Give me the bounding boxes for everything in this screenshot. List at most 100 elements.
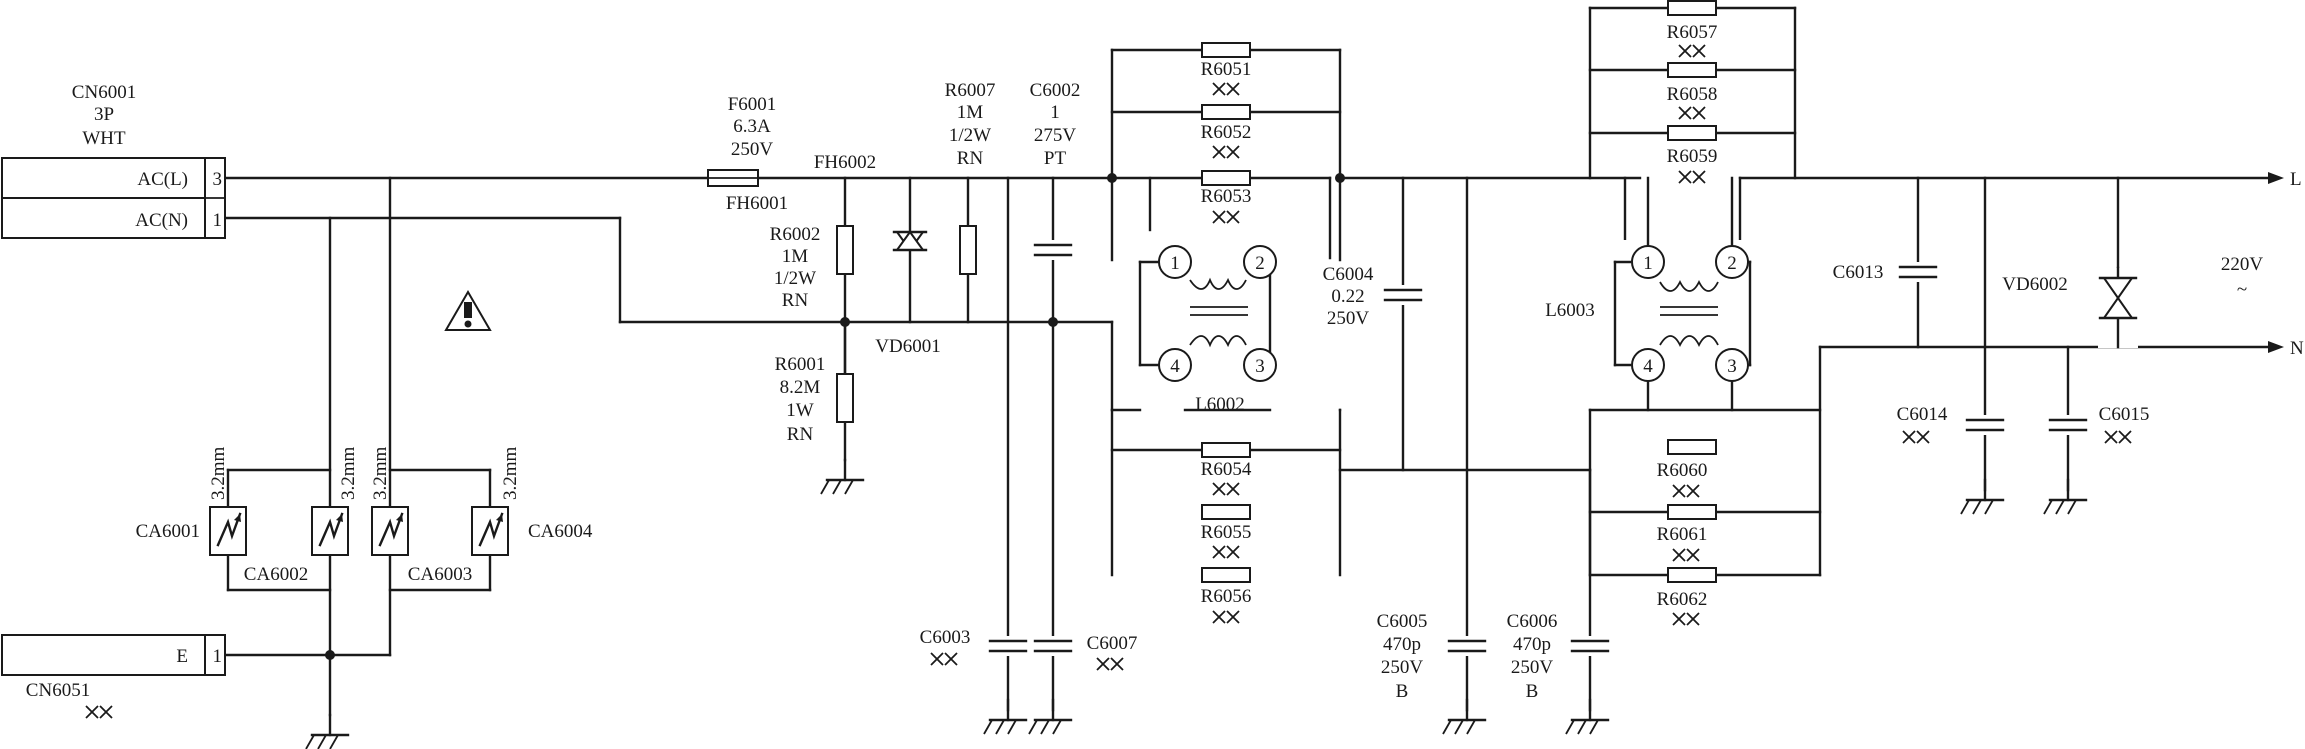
cn6001-ref: CN6001 [72, 82, 136, 103]
junction-dots [325, 173, 1345, 660]
varistor-ca6004: CA6004 3.2mm [471, 446, 593, 556]
cn6001-pin-n-label: AC(N) [135, 210, 188, 231]
ca6001-ref: CA6001 [136, 521, 200, 542]
resistor-r6053: R6053 [1201, 170, 1251, 224]
output-terminal-n: N [2268, 338, 2304, 359]
connector-cn6001: AC(L) 3 AC(N) 1 CN6001 3P WHT [1, 82, 226, 239]
cn6001-pin-n-number: 1 [213, 210, 223, 231]
c6013-ref: C6013 [1833, 262, 1884, 283]
resistor-r6059: R6059 [1667, 125, 1718, 184]
cn6051-xx-mark [85, 705, 113, 719]
capacitor-c6003: C6003 [920, 627, 1028, 736]
c6014-ref: C6014 [1897, 404, 1948, 425]
surge-absorber-vd6002: VD6002 [2002, 266, 2138, 349]
output-terminal-l: L [2268, 169, 2302, 190]
resistor-r6060: R6060 [1657, 439, 1717, 498]
f6001-rating: 6.3A [733, 116, 771, 137]
resistor-r6007: R6007 1M 1/2W RN [945, 80, 996, 275]
resistor-r6052: R6052 [1201, 104, 1251, 159]
c6005-ref: C6005 [1377, 611, 1428, 632]
ca6003-ref: CA6003 [408, 564, 472, 585]
f6001-ref: F6001 [728, 94, 777, 115]
l6003-ref: L6003 [1545, 300, 1595, 321]
resistor-r6062: R6062 [1657, 567, 1717, 626]
c6002-value: 1 [1050, 102, 1060, 123]
cn6001-spec-pins: 3P [94, 104, 114, 125]
cn6051-ref: CN6051 [26, 680, 90, 701]
c6004-ref: C6004 [1323, 264, 1374, 285]
varistor-ca6003: CA6003 3.2mm [370, 446, 472, 585]
c6002-type: PT [1044, 148, 1067, 169]
c6004-value: 0.22 [1331, 286, 1364, 307]
ca6003-gap: 3.2mm [370, 446, 391, 500]
resistor-r6002: R6002 1M 1/2W RN [770, 224, 854, 311]
resistor-r6057: R6057 [1667, 0, 1718, 58]
l6003-pin4: 4 [1643, 356, 1653, 377]
l6002-pin4: 4 [1170, 356, 1180, 377]
c6006-ref: C6006 [1507, 611, 1558, 632]
l6003-pin3: 3 [1727, 356, 1737, 377]
resistor-r6061: R6061 [1657, 504, 1717, 562]
ca6002-gap: 3.2mm [338, 446, 359, 500]
output-n-label: N [2290, 338, 2304, 359]
capacitor-c6004: C6004 0.22 250V [1323, 264, 1423, 329]
r6007-ref: R6007 [945, 80, 996, 101]
r6059-ref: R6059 [1667, 146, 1718, 167]
l6002-pin3: 3 [1255, 356, 1265, 377]
output-voltage-value: 220V [2221, 254, 2264, 275]
resistor-r6058: R6058 [1667, 62, 1717, 120]
vd6002-ref: VD6002 [2002, 274, 2067, 295]
c6007-ref: C6007 [1087, 633, 1138, 654]
r6051-ref: R6051 [1201, 59, 1252, 80]
ca6004-ref: CA6004 [528, 521, 593, 542]
cn6001-pin-l-number: 3 [213, 169, 223, 190]
f6001-voltage: 250V [731, 139, 774, 160]
c6002-voltage: 275V [1034, 125, 1077, 146]
output-voltage: 220V ~ [2221, 254, 2264, 300]
c6005-value: 470p [1383, 634, 1421, 655]
varistor-ca6001: CA6001 3.2mm [136, 446, 247, 556]
cn6051-pin-number: 1 [213, 646, 223, 667]
l6002-pin1: 1 [1170, 253, 1180, 274]
r6057-ref: R6057 [1667, 22, 1718, 43]
capacitor-c6007: C6007 [1027, 633, 1138, 736]
r6001-value: 8.2M [780, 377, 821, 398]
resistor-r6001: R6001 8.2M 1W RN [775, 354, 865, 496]
r6007-type: RN [957, 148, 984, 169]
capacitor-c6013: C6013 [1833, 262, 1938, 283]
resistor-r6056: R6056 [1201, 567, 1252, 624]
earth-ground-icon [304, 713, 350, 749]
l6002-ref: L6002 [1195, 394, 1245, 415]
output-l-label: L [2290, 169, 2302, 190]
c6003-ref: C6003 [920, 627, 971, 648]
fh6001-label: FH6001 [726, 193, 788, 214]
common-mode-choke-l6002: 1 2 4 3 L6002 [1138, 245, 1285, 415]
r6061-ref: R6061 [1657, 524, 1708, 545]
l6002-pin2: 2 [1255, 253, 1265, 274]
c6002-ref: C6002 [1030, 80, 1081, 101]
warning-triangle-icon [444, 290, 492, 331]
r6055-ref: R6055 [1201, 522, 1252, 543]
ca6004-gap: 3.2mm [500, 446, 521, 500]
common-mode-choke-l6003: 1 2 4 3 L6003 [1545, 176, 1752, 412]
c6006-type: B [1526, 681, 1539, 702]
connector-cn6051: E 1 CN6051 [1, 634, 226, 719]
capacitor-c6014: C6014 [1897, 404, 2005, 516]
r6056-ref: R6056 [1201, 586, 1252, 607]
r6002-value: 1M [782, 246, 809, 267]
capacitor-c6002: C6002 1 275V PT [1030, 80, 1081, 260]
cn6051-pin-label: E [176, 646, 188, 667]
fh6002-label: FH6002 [814, 152, 876, 173]
c6006-value: 470p [1513, 634, 1551, 655]
r6054-ref: R6054 [1201, 459, 1252, 480]
cn6001-pin-l-label: AC(L) [137, 169, 188, 190]
capacitor-c6015: C6015 [2042, 404, 2149, 516]
r6002-power: 1/2W [774, 268, 816, 289]
surge-absorber-vd6001: VD6001 [875, 230, 941, 357]
varistor-ca6002: CA6002 3.2mm [244, 446, 359, 585]
ca6001-gap: 3.2mm [208, 446, 229, 500]
fuse-f6001: F6001 6.3A 250V FH6001 FH6002 [707, 94, 876, 214]
r6002-ref: R6002 [770, 224, 821, 245]
l6003-pin1: 1 [1643, 253, 1653, 274]
